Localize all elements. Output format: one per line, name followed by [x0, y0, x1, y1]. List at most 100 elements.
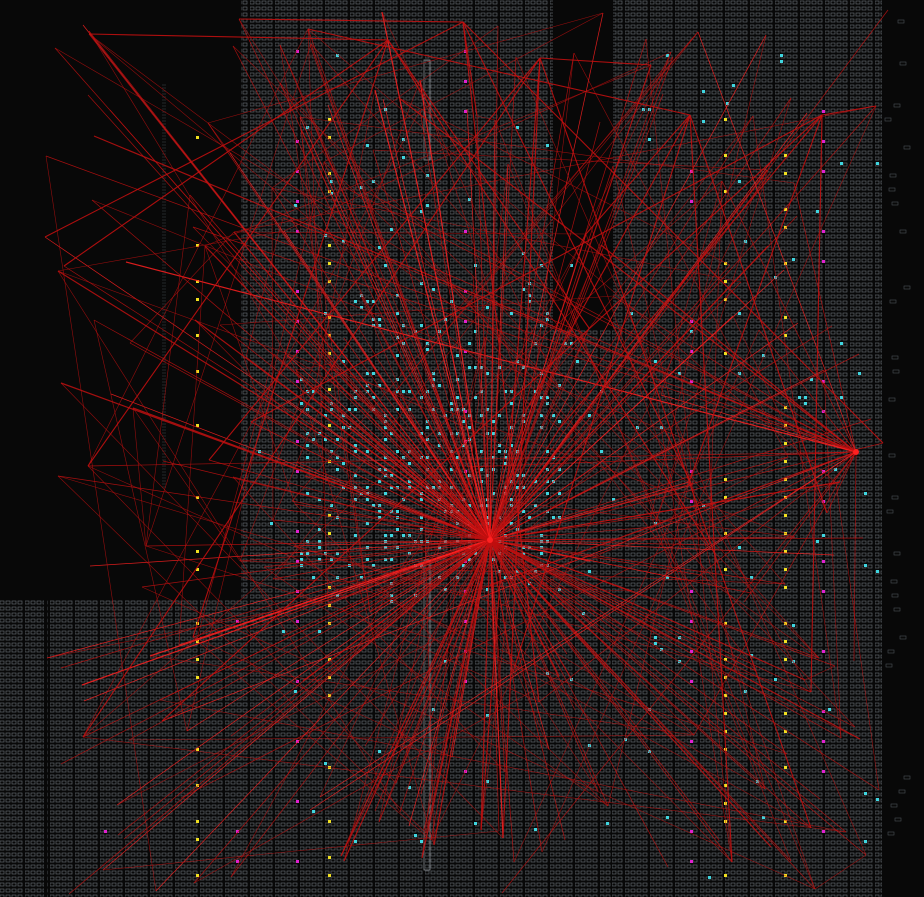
net-route[interactable]: [116, 456, 789, 806]
net-route[interactable]: [700, 574, 820, 659]
placed-slice[interactable]: [798, 396, 801, 399]
placed-slice[interactable]: [384, 456, 387, 459]
net-route[interactable]: [489, 56, 517, 541]
net-route[interactable]: [462, 21, 478, 117]
placed-slice[interactable]: [318, 546, 321, 549]
placed-slice[interactable]: [450, 402, 453, 405]
placed-slice[interactable]: [702, 504, 705, 507]
placed-slice[interactable]: [396, 510, 399, 513]
net-route[interactable]: [387, 39, 710, 546]
placed-slice[interactable]: [318, 540, 321, 543]
placed-io[interactable]: [690, 740, 693, 743]
placed-slice[interactable]: [744, 690, 747, 693]
placed-slice[interactable]: [438, 546, 441, 549]
placed-slice[interactable]: [486, 474, 489, 477]
placed-slice[interactable]: [450, 486, 453, 489]
net-route[interactable]: [823, 369, 842, 739]
placed-io[interactable]: [464, 80, 467, 83]
net-route[interactable]: [433, 539, 491, 846]
placed-slice[interactable]: [702, 90, 705, 93]
net-route[interactable]: [192, 539, 491, 638]
net-route[interactable]: [458, 539, 491, 596]
placed-bram[interactable]: [724, 118, 727, 121]
net-route[interactable]: [489, 539, 550, 750]
net-route[interactable]: [489, 412, 513, 541]
placed-slice[interactable]: [336, 468, 339, 471]
placed-bram[interactable]: [784, 514, 787, 517]
placed-slice[interactable]: [372, 504, 375, 507]
net-route[interactable]: [128, 539, 491, 741]
placed-slice[interactable]: [384, 468, 387, 471]
net-route[interactable]: [233, 231, 587, 235]
placed-slice[interactable]: [372, 564, 375, 567]
net-route[interactable]: [57, 475, 427, 834]
placed-slice[interactable]: [522, 288, 525, 291]
placed-slice[interactable]: [492, 456, 495, 459]
net-route[interactable]: [489, 481, 841, 541]
placed-io[interactable]: [690, 380, 693, 383]
net-route[interactable]: [132, 407, 491, 541]
net-route[interactable]: [645, 38, 733, 863]
net-route[interactable]: [660, 394, 857, 453]
net-route[interactable]: [46, 589, 378, 659]
placed-slice[interactable]: [552, 516, 555, 519]
placed-io[interactable]: [822, 380, 825, 383]
net-route[interactable]: [233, 231, 491, 541]
placed-slice[interactable]: [408, 534, 411, 537]
placed-slice[interactable]: [456, 456, 459, 459]
placed-slice[interactable]: [522, 510, 525, 513]
net-route[interactable]: [159, 699, 847, 833]
placed-slice[interactable]: [630, 312, 633, 315]
placed-slice[interactable]: [456, 396, 459, 399]
placed-slice[interactable]: [408, 390, 411, 393]
net-route[interactable]: [489, 539, 856, 728]
net-route[interactable]: [573, 52, 789, 458]
net-route[interactable]: [192, 636, 453, 758]
net-route[interactable]: [155, 539, 491, 892]
net-route[interactable]: [381, 11, 560, 389]
net-route[interactable]: [382, 98, 491, 541]
placed-slice[interactable]: [558, 516, 561, 519]
placed-slice[interactable]: [780, 54, 783, 57]
net-route[interactable]: [689, 114, 733, 863]
net-route[interactable]: [302, 539, 491, 682]
net-route[interactable]: [319, 51, 672, 798]
placed-io[interactable]: [296, 380, 299, 383]
net-route[interactable]: [804, 665, 836, 681]
net-route[interactable]: [239, 79, 421, 562]
net-route[interactable]: [489, 64, 652, 541]
placed-slice[interactable]: [420, 282, 423, 285]
routed-nets-layer[interactable]: [44, 9, 889, 895]
placed-slice[interactable]: [378, 246, 381, 249]
net-route[interactable]: [489, 539, 786, 585]
net-route[interactable]: [387, 39, 590, 329]
placed-slice[interactable]: [534, 504, 537, 507]
placed-slice[interactable]: [426, 486, 429, 489]
placed-io[interactable]: [690, 860, 693, 863]
net-route[interactable]: [232, 45, 474, 277]
placed-io[interactable]: [236, 860, 239, 863]
net-route[interactable]: [480, 57, 541, 831]
placed-slice[interactable]: [330, 504, 333, 507]
placed-slice[interactable]: [732, 84, 735, 87]
placed-io[interactable]: [822, 260, 825, 263]
placed-io[interactable]: [296, 440, 299, 443]
placed-slice[interactable]: [366, 498, 369, 501]
net-route[interactable]: [539, 57, 652, 66]
net-route[interactable]: [501, 451, 857, 894]
net-route[interactable]: [421, 163, 509, 859]
placed-slice[interactable]: [378, 510, 381, 513]
net-route[interactable]: [489, 539, 880, 791]
net-route[interactable]: [273, 353, 491, 541]
placed-io[interactable]: [690, 200, 693, 203]
placed-slice[interactable]: [510, 390, 513, 393]
net-route[interactable]: [342, 610, 540, 703]
placed-slice[interactable]: [312, 810, 315, 813]
placed-slice[interactable]: [336, 552, 339, 555]
net-route[interactable]: [489, 539, 599, 792]
placed-slice[interactable]: [402, 534, 405, 537]
placed-slice[interactable]: [510, 444, 513, 447]
net-route[interactable]: [293, 545, 812, 693]
net-route[interactable]: [688, 114, 823, 483]
net-route[interactable]: [193, 675, 560, 884]
